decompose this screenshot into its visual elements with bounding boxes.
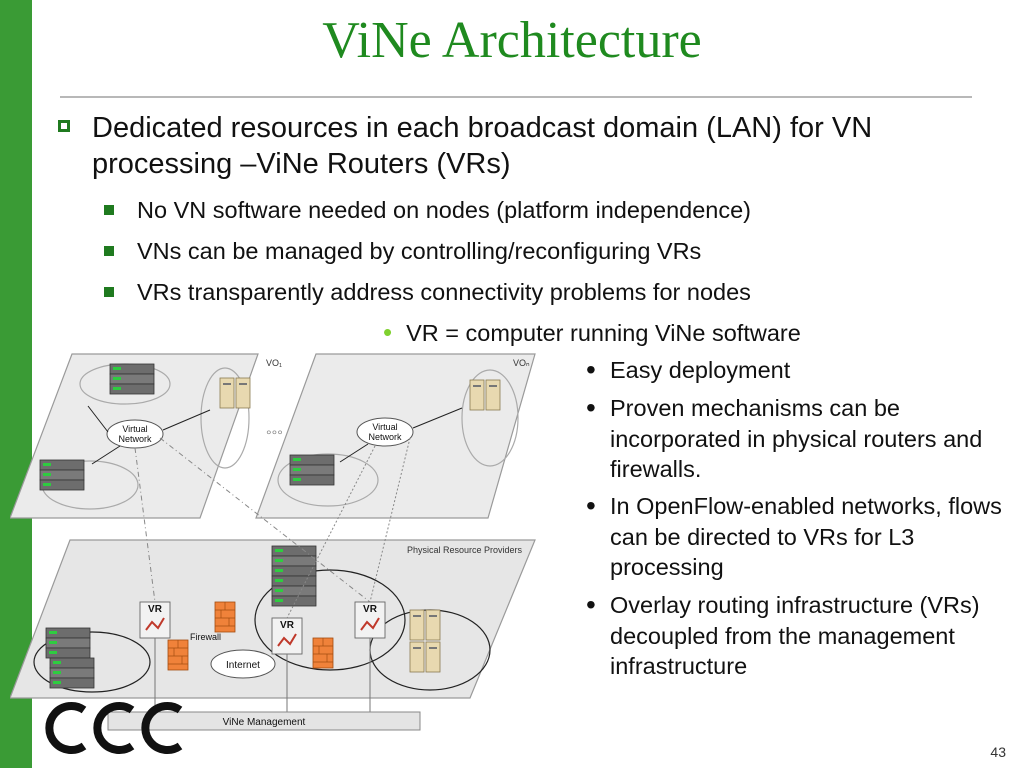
server-icon bbox=[39, 459, 85, 491]
right-bullet: • Easy deployment bbox=[586, 355, 1018, 386]
server-icon bbox=[271, 545, 317, 577]
firewall-icon bbox=[312, 637, 334, 669]
sub-bullet: No VN software needed on nodes (platform… bbox=[104, 196, 751, 224]
right-bullet-text: Easy deployment bbox=[610, 357, 791, 383]
right-bullet: • Overlay routing infrastructure (VRs) d… bbox=[586, 590, 1018, 682]
vine-architecture-diagram: VO₁ Virtual Network °°° VOₙ Virtual Netw… bbox=[10, 353, 536, 731]
sub-bullet-text: No VN software needed on nodes (platform… bbox=[137, 197, 751, 223]
server-icon bbox=[45, 627, 91, 659]
round-bullet-icon: • bbox=[586, 354, 596, 385]
server-icon bbox=[271, 575, 317, 607]
square-bullet-icon bbox=[104, 287, 114, 297]
vr-label: VR bbox=[363, 604, 378, 615]
firewall-label: Firewall bbox=[190, 632, 221, 642]
vr-label: VR bbox=[148, 604, 163, 615]
server-icon bbox=[289, 454, 335, 486]
management-bar bbox=[107, 711, 421, 731]
right-bullet-text: Proven mechanisms can be incorporated in… bbox=[610, 395, 983, 482]
slide-title: ViNe Architecture bbox=[322, 12, 702, 69]
server-icon bbox=[49, 657, 95, 689]
management-label: ViNe Management bbox=[223, 717, 306, 728]
round-bullet-icon: • bbox=[586, 490, 596, 521]
ccc-logo bbox=[40, 700, 200, 761]
page-number: 43 bbox=[990, 744, 1006, 760]
right-bullet-text: In OpenFlow-enabled networks, flows can … bbox=[610, 493, 1002, 580]
virtual-network-label: Virtual bbox=[122, 424, 147, 434]
virtual-network-label: Network bbox=[368, 432, 402, 442]
round-bullet-icon: • bbox=[586, 589, 596, 620]
internet-label: Internet bbox=[226, 660, 260, 671]
ellipsis: °°° bbox=[266, 427, 283, 443]
server-icon bbox=[109, 363, 155, 395]
firewall-icon bbox=[214, 601, 236, 633]
sub-bullet-text: VNs can be managed by controlling/reconf… bbox=[137, 238, 702, 264]
hollow-square-bullet-icon bbox=[58, 120, 70, 132]
vr-definition: • VR = computer running ViNe software bbox=[383, 318, 801, 347]
physical-label: Physical Resource Providers bbox=[407, 545, 523, 555]
virtual-network-label: Network bbox=[118, 434, 152, 444]
vr-label: VR bbox=[280, 620, 295, 631]
cloud-icon bbox=[356, 417, 414, 447]
firewall-icon bbox=[167, 639, 189, 671]
von-label: VOₙ bbox=[513, 358, 530, 368]
main-bullet: Dedicated resources in each broadcast do… bbox=[58, 110, 978, 182]
right-bullet-text: Overlay routing infrastructure (VRs) dec… bbox=[610, 592, 980, 679]
sub-bullet: VNs can be managed by controlling/reconf… bbox=[104, 237, 701, 265]
vr-definition-text: VR = computer running ViNe software bbox=[406, 320, 801, 346]
square-bullet-icon bbox=[104, 205, 114, 215]
virtual-network-label: Virtual bbox=[372, 422, 397, 432]
right-bullet: • Proven mechanisms can be incorporated … bbox=[586, 393, 1018, 485]
square-bullet-icon bbox=[104, 246, 114, 256]
sub-bullet-text: VRs transparently address connectivity p… bbox=[137, 279, 751, 305]
vo1-label: VO₁ bbox=[266, 358, 282, 368]
internet-cloud-icon bbox=[210, 649, 276, 679]
main-bullet-text: Dedicated resources in each broadcast do… bbox=[92, 112, 873, 180]
title-divider bbox=[60, 96, 972, 98]
round-bullet-icon: • bbox=[383, 317, 393, 347]
round-bullet-icon: • bbox=[586, 392, 596, 423]
side-accent-bar bbox=[0, 0, 32, 768]
sub-bullet: VRs transparently address connectivity p… bbox=[104, 278, 751, 306]
right-bullet: • In OpenFlow-enabled networks, flows ca… bbox=[586, 491, 1018, 583]
